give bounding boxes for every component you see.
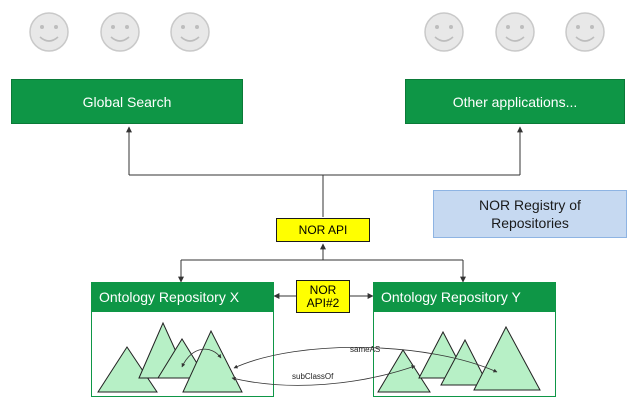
- user-smiley-icon: [29, 12, 69, 52]
- user-smiley-icon: [565, 12, 605, 52]
- registry-line-2: Repositories: [491, 215, 569, 231]
- user-smiley-icon: [100, 12, 140, 52]
- user-smiley-icon: [424, 12, 464, 52]
- nor-api2-line-1: NOR: [309, 282, 337, 297]
- subclass-of-label: subClassOf: [292, 372, 334, 381]
- repository-x-title: Ontology Repository X: [91, 282, 274, 312]
- registry-line-1: NOR Registry of: [479, 197, 581, 213]
- user-smiley-icon: [495, 12, 535, 52]
- subclass-of-link: [231, 365, 416, 386]
- nor-api2-box: NOR API#2: [296, 280, 350, 313]
- other-applications-box: Other applications...: [405, 79, 625, 124]
- repository-x-label: Ontology Repository X: [99, 289, 240, 305]
- nor-api2-line-2: API#2: [306, 295, 340, 310]
- global-search-box: Global Search: [11, 79, 243, 124]
- global-search-label: Global Search: [82, 93, 172, 110]
- other-applications-label: Other applications...: [452, 93, 578, 110]
- user-smiley-icon: [170, 12, 210, 52]
- repository-y-label: Ontology Repository Y: [381, 289, 521, 305]
- intra-ontology-link: [181, 348, 222, 368]
- nor-api-label: NOR API: [298, 222, 348, 237]
- same-as-label: sameAS: [350, 345, 380, 354]
- same-as-link: [233, 347, 498, 373]
- nor-registry-box: NOR Registry of Repositories: [433, 190, 627, 238]
- nor-api-box: NOR API: [276, 218, 370, 242]
- repository-y-title: Ontology Repository Y: [373, 282, 556, 312]
- users-row: [29, 12, 605, 52]
